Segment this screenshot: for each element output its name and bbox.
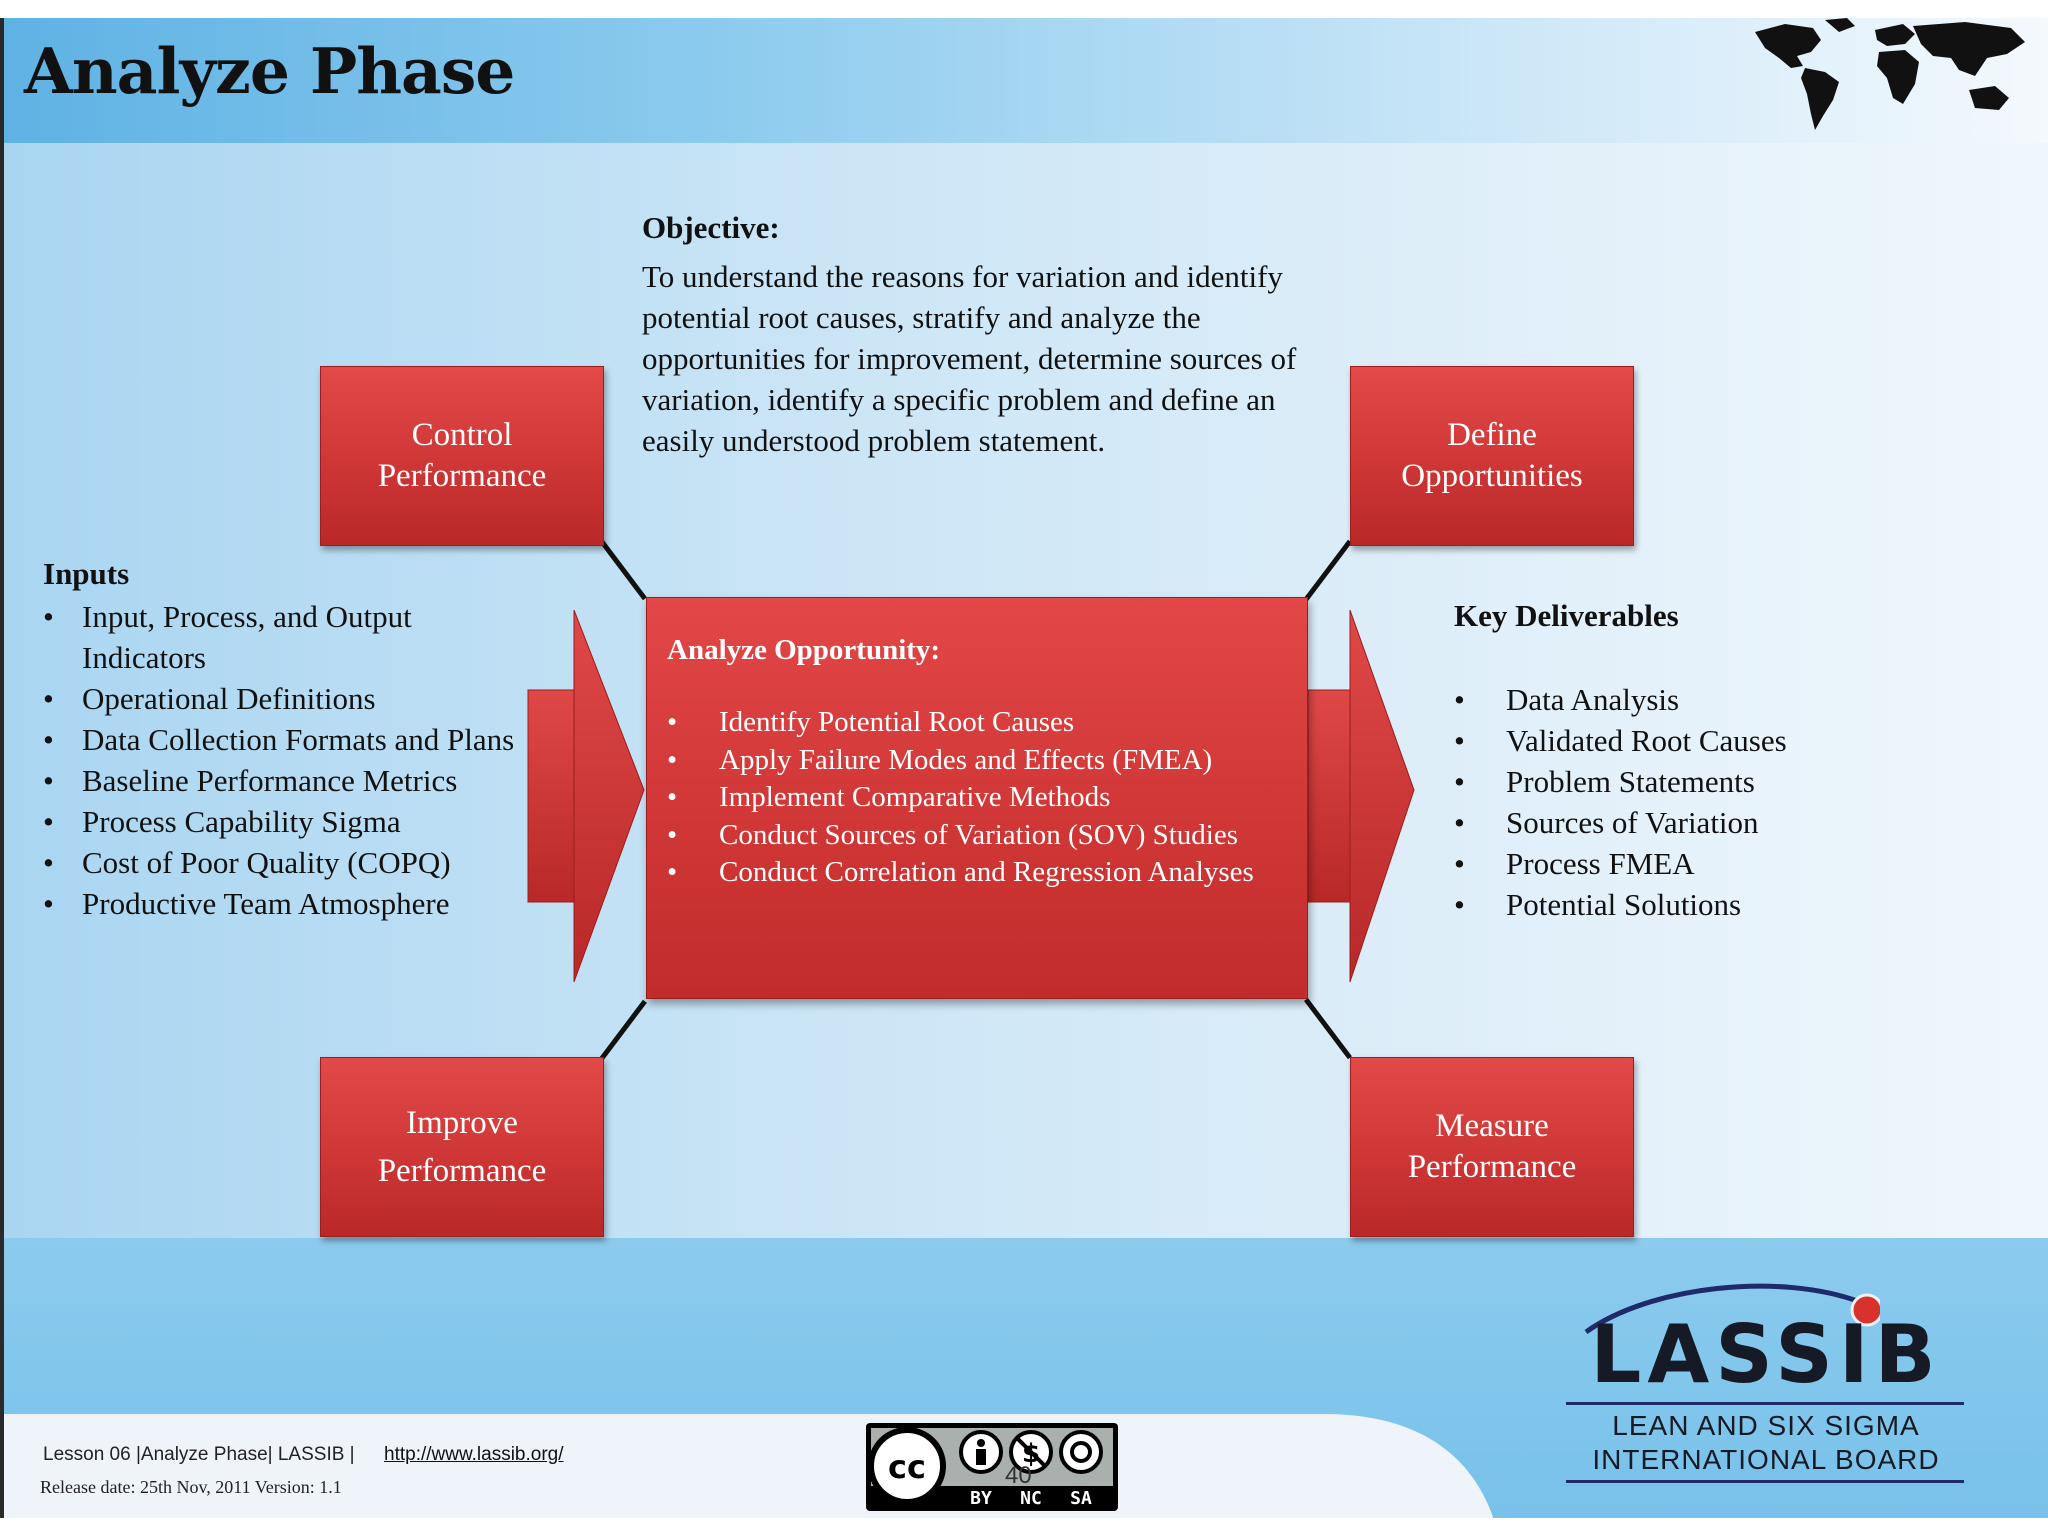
list-item: Potential Solutions [1454,884,1914,925]
header-band [4,18,2048,143]
slide-title: Analyze Phase [24,34,515,108]
define-opportunities-label: Define Opportunities [1401,417,1583,494]
top-white-strip [0,0,2048,18]
list-item: Input, Process, and Output Indicators [43,596,533,678]
output-arrow-icon [1307,610,1415,983]
logo-divider-bottom [1566,1480,1964,1483]
improve-performance-box: Improve Performance [320,1057,604,1237]
define-opportunities-box: Define Opportunities [1350,366,1634,546]
control-performance-label: Control Performance [377,417,547,494]
list-item: Validated Root Causes [1454,720,1914,761]
objective-heading: Objective: [642,210,780,245]
list-item: Productive Team Atmosphere [43,883,533,924]
control-performance-box: Control Performance [320,366,604,546]
input-arrow-icon [527,610,645,983]
list-item: Operational Definitions [43,678,533,719]
list-item: Conduct Correlation and Regression Analy… [667,854,1297,892]
nc-label: NC [1020,1488,1042,1509]
logo-arc-icon [1584,1283,1880,1335]
sa-label: SA [1070,1488,1092,1509]
list-item: Data Analysis [1454,679,1914,720]
list-item: Process Capability Sigma [43,801,533,842]
key-deliverables-heading: Key Deliverables [1454,598,1679,633]
logo-divider [1566,1402,1964,1405]
world-map-icon [1755,18,2025,130]
analyze-opportunity-heading: Analyze Opportunity: [667,634,941,666]
footer-release-text: Release date: 25th Nov, 2011 Version: 1.… [40,1477,342,1497]
list-item: Process FMEA [1454,843,1914,884]
logo-subtitle-line2: INTERNATIONAL BOARD [1592,1444,1940,1475]
list-item: Sources of Variation [1454,802,1914,843]
logo-subtitle-line1: LEAN AND SIX SIGMA [1612,1410,1920,1441]
key-deliverables-list: Data Analysis Validated Root Causes Prob… [1454,679,1914,925]
footer-website-link[interactable]: http://www.lassib.org/ [384,1444,564,1465]
measure-performance-box: Measure Performance [1350,1057,1634,1237]
cc-label: cc [888,1448,926,1486]
creative-commons-license-icon: cc $ BY NC SA [866,1423,1118,1511]
list-item: Data Collection Formats and Plans [43,719,533,760]
footer-wave [4,1414,1494,1520]
bottom-white-strip [0,1518,2048,1536]
analyze-opportunity-list: Identify Potential Root Causes Apply Fai… [667,704,1297,892]
objective-text: To understand the reasons for variation … [642,259,1297,458]
logo-name: LASSIB [1590,1308,1942,1401]
inputs-heading: Inputs [43,556,130,591]
left-edge-bar [0,18,4,1518]
analyze-opportunity-box: Analyze Opportunity: Identify Potential … [646,597,1308,999]
list-item: Baseline Performance Metrics [43,760,533,801]
footer-lesson-text: Lesson 06 |Analyze Phase| LASSIB | [43,1444,355,1465]
list-item: Problem Statements [1454,761,1914,802]
list-item: Cost of Poor Quality (COPQ) [43,842,533,883]
list-item: Apply Failure Modes and Effects (FMEA) [667,742,1297,780]
list-item: Identify Potential Root Causes [667,704,1297,742]
measure-performance-label: Measure Performance [1407,1108,1577,1185]
inputs-list: Input, Process, and Output Indicators Op… [43,596,533,924]
list-item: Conduct Sources of Variation (SOV) Studi… [667,817,1297,855]
page-number: 40 [1005,1462,1032,1489]
list-item: Implement Comparative Methods [667,779,1297,817]
improve-performance-label: Improve Performance [377,1105,547,1189]
by-label: BY [970,1488,992,1509]
